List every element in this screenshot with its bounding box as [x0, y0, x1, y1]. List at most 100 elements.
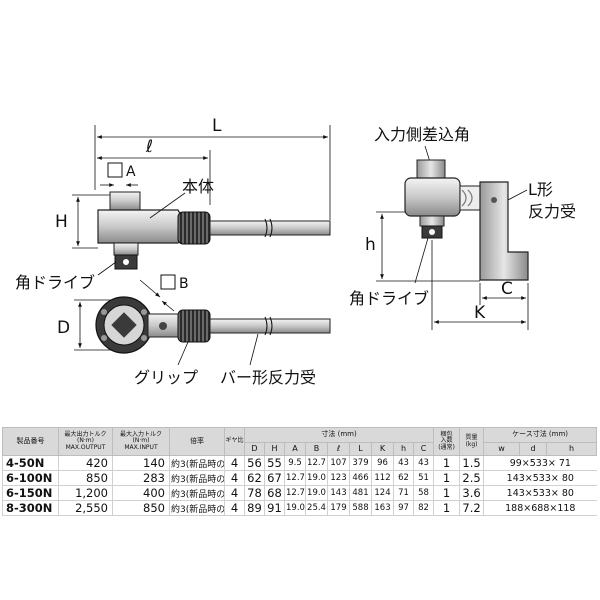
cell-dim-K: 163	[371, 500, 394, 516]
header-case: ケース寸法 (mm)	[483, 427, 598, 443]
spec-table-body: 4-50N 420 140 約3(新品時のみ) 4 56 55 9.5 12.7…	[2, 455, 597, 516]
box-b-label: B	[179, 276, 189, 292]
cell-ratio: 約3(新品時のみ)	[169, 485, 225, 501]
cell-dim-K: 124	[371, 485, 394, 501]
cell-dim-C: 51	[412, 470, 434, 486]
cell-model: 6-150N	[2, 485, 59, 501]
cell-max-output: 420	[58, 455, 113, 471]
header-dim-C: C	[412, 442, 435, 456]
header-case-h: h	[546, 442, 598, 456]
cell-max-input: 283	[112, 470, 170, 486]
cell-dim-L: 379	[349, 455, 372, 471]
cell-dim-D: 89	[244, 500, 265, 516]
cell-model: 8-300N	[2, 500, 59, 516]
cell-dim-A: 9.5	[284, 455, 306, 471]
header-ratio: 倍率	[169, 427, 225, 456]
table-row: 6-150N 1,200 400 約3(新品時のみ) 4 78 68 12.7 …	[2, 485, 597, 501]
dim-C: C	[501, 279, 513, 299]
cell-dim-h: 43	[393, 455, 414, 471]
cell-dim-A: 12.7	[284, 485, 306, 501]
cell-dim-D: 56	[244, 455, 265, 471]
label-bar-reaction: バー形反力受	[220, 368, 316, 387]
cell-pack: 1	[433, 485, 460, 501]
label-square-drive-side: 角ドライブ	[349, 289, 429, 308]
cell-mass: 2.5	[459, 470, 484, 486]
dim-H: H	[55, 212, 68, 232]
spec-table: 製品番号 最大出力トルク(N·m)MAX.OUTPUT 最大入力トルク(N·m)…	[2, 427, 598, 516]
cell-max-input: 140	[112, 455, 170, 471]
table-row: 4-50N 420 140 約3(新品時のみ) 4 56 55 9.5 12.7…	[2, 455, 597, 471]
cell-dim-K: 112	[371, 470, 394, 486]
header-dim-L: L	[349, 442, 372, 456]
cell-gear: 4	[224, 500, 245, 516]
header-dim-H: H	[264, 442, 285, 456]
dim-L: L	[212, 116, 222, 136]
cell-model: 4-50N	[2, 455, 59, 471]
header-gear: ギヤ比	[224, 427, 245, 456]
label-grip: グリップ	[134, 368, 198, 387]
cell-case: 188×688×118	[483, 500, 597, 516]
label-square-drive-top: 角ドライブ	[15, 273, 95, 292]
cell-dim-B: 12.7	[305, 455, 328, 471]
header-dim-h: h	[393, 442, 414, 456]
header-mass: 質量(kg)	[459, 427, 485, 456]
label-l-reaction-1: L形	[528, 180, 553, 199]
cell-max-output: 2,550	[58, 500, 113, 516]
dim-D: D	[57, 318, 70, 338]
box-b	[160, 274, 176, 290]
cell-gear: 4	[224, 485, 245, 501]
cell-ratio: 約3(新品時のみ)	[169, 455, 225, 471]
cell-dim-D: 62	[244, 470, 265, 486]
cell-pack: 1	[433, 455, 460, 471]
cell-dim-H: 67	[264, 470, 285, 486]
cell-max-output: 850	[58, 470, 113, 486]
dim-h: h	[365, 235, 376, 255]
header-dim-l: ℓ	[327, 442, 350, 456]
cell-pack: 1	[433, 500, 460, 516]
header-max-input: 最大入力トルク(N·m)MAX.INPUT	[112, 427, 170, 456]
cell-dim-L: 466	[349, 470, 372, 486]
table-row: 6-100N 850 283 約3(新品時のみ) 4 62 67 12.7 19…	[2, 470, 597, 486]
cell-dim-C: 82	[412, 500, 434, 516]
box-a-label: A	[126, 164, 136, 180]
label-input-square: 入力側差込角	[374, 125, 470, 144]
cell-dim-C: 43	[412, 455, 434, 471]
cell-model: 6-100N	[2, 470, 59, 486]
table-row: 8-300N 2,550 850 約3(新品時のみ) 4 89 91 19.0 …	[2, 500, 597, 516]
cell-ratio: 約3(新品時のみ)	[169, 500, 225, 516]
top-view: L ℓ A H 本体 角ドライブ	[15, 116, 331, 292]
cell-gear: 4	[224, 470, 245, 486]
side-view: 入力側差込角 L形 反力受 h 角ドライブ C K	[349, 125, 576, 330]
cell-case: 143×533× 80	[483, 470, 597, 486]
cell-dim-l: 179	[327, 500, 350, 516]
cell-gear: 4	[224, 455, 245, 471]
cell-case: 99×533× 71	[483, 455, 597, 471]
header-dims: 寸法 (mm)	[243, 427, 435, 443]
cell-dim-H: 55	[264, 455, 285, 471]
dim-l: ℓ	[145, 137, 153, 157]
cell-dim-h: 97	[393, 500, 414, 516]
header-case-w: w	[483, 442, 521, 456]
cell-dim-C: 58	[412, 485, 434, 501]
cell-mass: 1.5	[459, 455, 484, 471]
cell-dim-l: 123	[327, 470, 350, 486]
header-case-d: d	[519, 442, 548, 456]
cell-ratio: 約3(新品時のみ)	[169, 470, 225, 486]
dim-K: K	[474, 303, 486, 323]
label-body: 本体	[182, 177, 214, 196]
cell-dim-B: 25.4	[305, 500, 328, 516]
header-dim-K: K	[371, 442, 394, 456]
header-max-output: 最大出力トルク(N·m)MAX.OUTPUT	[58, 427, 113, 456]
cell-dim-H: 68	[264, 485, 285, 501]
cell-max-input: 850	[112, 500, 170, 516]
cell-dim-L: 481	[349, 485, 372, 501]
cell-dim-A: 19.0	[284, 500, 306, 516]
header-dim-D: D	[244, 442, 265, 456]
header-pack: 梱包入数(通常)	[433, 427, 461, 456]
technical-drawing: L ℓ A H 本体 角ドライブ	[15, 116, 576, 387]
cell-dim-l: 143	[327, 485, 350, 501]
cell-pack: 1	[433, 470, 460, 486]
cell-dim-L: 588	[349, 500, 372, 516]
cell-dim-h: 62	[393, 470, 414, 486]
cell-dim-D: 78	[244, 485, 265, 501]
